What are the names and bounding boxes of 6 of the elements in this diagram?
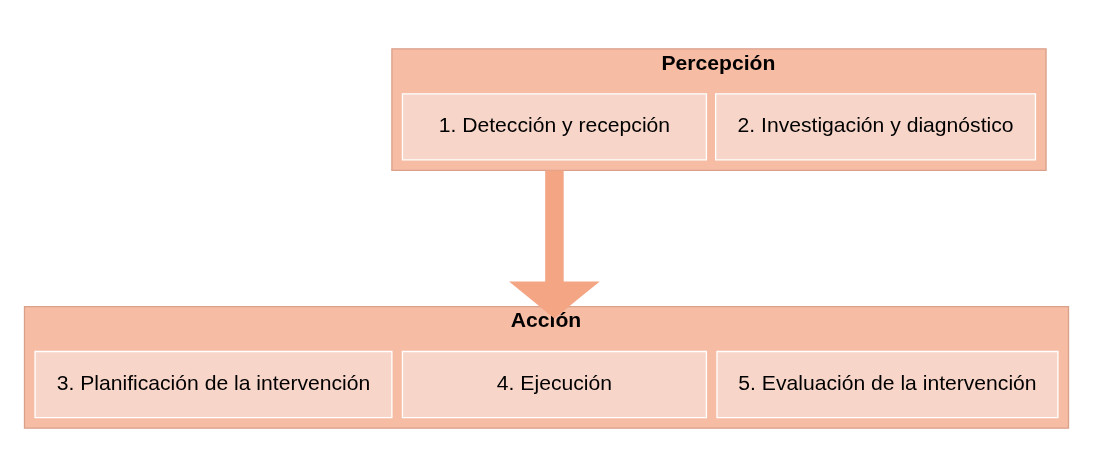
- node-box: 4. Ejecución: [401, 350, 708, 418]
- node-box: 3. Planificación de la intervención: [34, 350, 393, 418]
- node-box: 1. Detección y recepción: [401, 92, 708, 161]
- node-box: 5. Evaluación de la intervención: [716, 350, 1059, 418]
- arrow: [509, 169, 600, 318]
- node-box: 2. Investigación y diagnóstico: [715, 92, 1037, 161]
